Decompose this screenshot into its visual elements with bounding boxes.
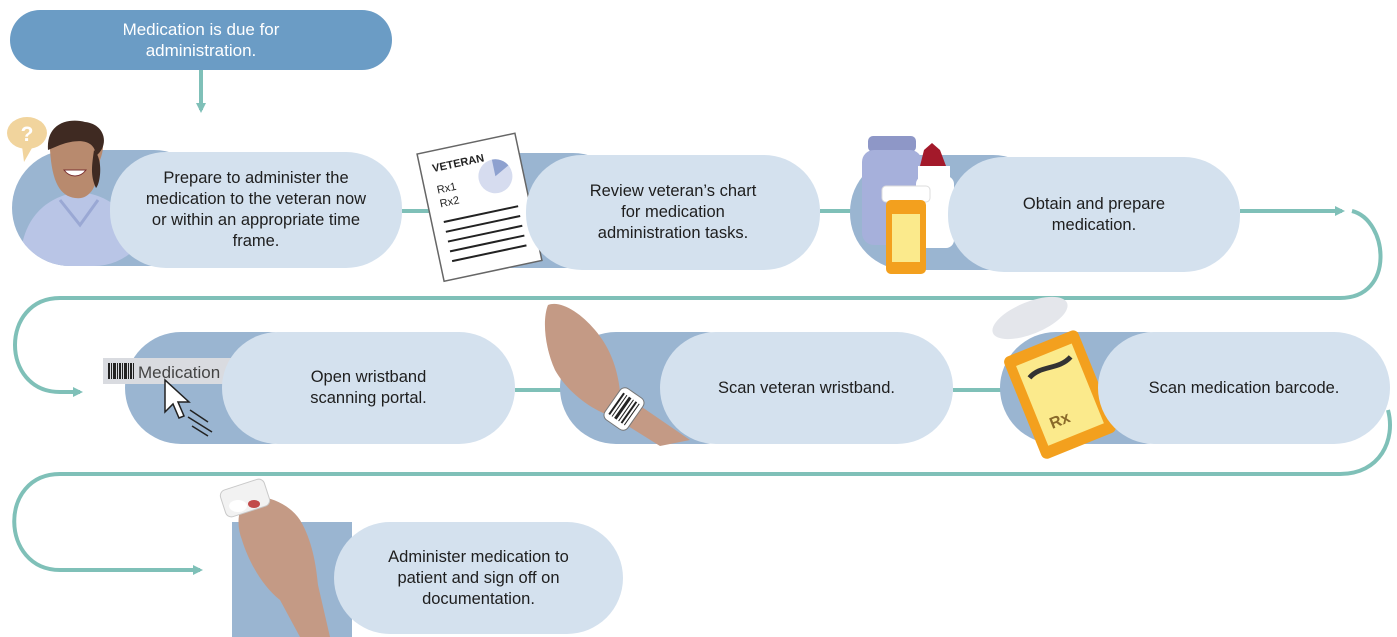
step-scan-medication: Scan medication barcode. <box>1098 332 1390 444</box>
loop-row2-to-row3 <box>12 409 1392 575</box>
step-scan-wristband-label: Scan veteran wristband. <box>717 378 895 397</box>
start-node: Medication is due for administration. <box>10 10 392 70</box>
barcode-scanning-portal-icon: Medication <box>103 358 243 437</box>
step-review: Review veteran’s chart for medication ad… <box>526 155 820 270</box>
wristband-scan-icon <box>544 303 690 446</box>
bottle-label: Rx <box>1047 409 1072 432</box>
step-prepare-label: Prepare to administer the medication to … <box>145 169 367 250</box>
step-administer: Administer medication to patient and sig… <box>334 522 623 634</box>
hand-pill-icon <box>219 478 330 637</box>
step-scan-medication-label: Scan medication barcode. <box>1148 378 1340 397</box>
step-obtain: Obtain and prepare medication. <box>948 157 1240 272</box>
step-open-portal-label: Open wristband scanning portal. <box>310 368 427 407</box>
step-administer-label: Administer medication to patient and sig… <box>388 547 569 608</box>
loop-row1-to-row2 <box>13 209 1383 397</box>
step-scan-wristband: Scan veteran wristband. <box>660 332 953 444</box>
step-open-portal: Open wristband scanning portal. <box>222 332 515 444</box>
medication-bottles-icon <box>862 136 954 274</box>
step-review-label: Review veteran’s chart for medication ad… <box>589 182 757 242</box>
chart-rx1: Rx1 <box>436 181 458 197</box>
patient-chart-icon: VETERAN Rx1 Rx2 <box>416 132 543 283</box>
start-node-label: Medication is due for administration. <box>122 20 280 60</box>
svg-text:?: ? <box>21 123 34 146</box>
chart-rx2: Rx2 <box>439 194 461 210</box>
rx-bottle-icon: Rx <box>992 296 1116 459</box>
step-obtain-label: Obtain and prepare medication. <box>1022 194 1166 234</box>
step-prepare: Prepare to administer the medication to … <box>110 152 402 268</box>
connector-lines <box>12 70 1392 575</box>
portal-label: Medication <box>138 363 220 382</box>
